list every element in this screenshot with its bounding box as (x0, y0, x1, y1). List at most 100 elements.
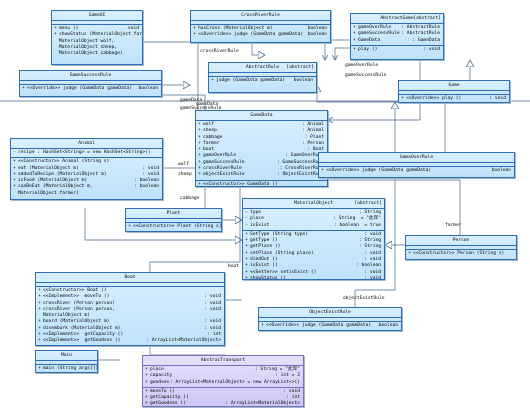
class-gameui[interactable]: GameUI+menu ()void+showStatus (MaterialO… (51, 10, 143, 65)
class-boat[interactable]: Boat+<<Constructor>> Boat ()+<<Implement… (35, 272, 225, 346)
visibility-marker: + (193, 26, 196, 31)
operation-signature: <<Implement>> getGoodses () (43, 338, 121, 344)
class-main[interactable]: Main+main (String args[]): void (35, 350, 98, 373)
operation-row[interactable]: +<<Constructor>> Animal (String s) (11, 159, 162, 165)
attribute-type: : ObjectExistRule (276, 172, 324, 178)
attribute-row[interactable]: +wolf: Animal (196, 122, 327, 128)
class-materialobject[interactable]: MaterialObject[abstract]-type: String-pl… (242, 198, 385, 280)
operation-row[interactable]: MaterialObject farmer) (11, 191, 162, 197)
attribute-row[interactable]: +place: String = "此岸" (143, 367, 303, 373)
class-gamesuccessrule[interactable]: GameSuccessRule+<<Override>> judge (Game… (19, 70, 162, 97)
attribute-row[interactable]: -type: String (243, 210, 384, 216)
attribute-row[interactable]: -recipe : HashSet<String> = new HashSet<… (11, 150, 162, 156)
attribute-row[interactable]: +cabbage: Plant (196, 135, 327, 141)
operation-row[interactable]: +getPlace (): String (243, 244, 384, 250)
operation-row[interactable]: +<<Setter>> setisExist (): void (243, 270, 384, 276)
operation-row[interactable]: +<<Implement>> getGoodses (): ArrayList<… (36, 338, 224, 344)
operation-row[interactable]: +<<Override>> judge (GameData gameData)b… (191, 32, 330, 38)
class-game[interactable]: Game+<<Override>> play (): void (398, 80, 510, 103)
attribute-row[interactable]: +gameSuccessRule: GameSuccessRule (196, 160, 327, 166)
operation-row[interactable]: +<<Implement>> getCapacity (): int (36, 332, 224, 338)
class-header: AbstracTransport (143, 356, 303, 366)
operation-row[interactable]: +judge (GameData gameData)boolean (209, 78, 316, 84)
attribute-row[interactable]: +capacity: int = 2 (143, 373, 303, 379)
operation-row[interactable]: +hasCross (MaterialObject m)boolean (191, 26, 330, 32)
operation-row[interactable]: +<<Constructor>> GameData () (196, 181, 327, 187)
attribute-type: : Boat (307, 147, 324, 153)
visibility-marker: + (145, 379, 148, 385)
operation-signature: crossRiver (Person person, (43, 306, 115, 312)
operation-signature: getType () (250, 238, 278, 244)
class-plant[interactable]: Plant+<<Constructor>> Plant (String s) (125, 208, 222, 232)
attribute-row[interactable]: +GameData: GameData (351, 38, 443, 44)
operation-signature: MaterialObject farmer) (18, 190, 79, 196)
operation-row[interactable]: MaterialObject cabbage) (52, 51, 142, 57)
attribute-row[interactable]: +gameOverRule: AbstractRule (351, 25, 443, 31)
operation-row[interactable]: +<<Constructor>> Boat () (36, 288, 224, 294)
operation-row[interactable]: +<<Constructor>> Person (String s) (406, 251, 516, 257)
attribute-row[interactable]: +sheep: Animal (196, 128, 327, 134)
operation-row[interactable]: +showStatus (MaterialObject farmer,void (52, 32, 142, 38)
class-abstracttransport[interactable]: AbstracTransport+place: String = "此岸"+ca… (142, 355, 304, 407)
visibility-marker: + (353, 37, 356, 43)
attribute-row[interactable]: +gameOverRule: GameOverRule (196, 153, 327, 159)
class-abstractrule[interactable]: AbstractRule[abstract]+judge (GameData g… (208, 62, 317, 93)
visibility-marker: + (198, 153, 201, 159)
operation-row[interactable]: +getGoodses (): ArrayList<MaterialObject… (143, 401, 303, 406)
attribute-row[interactable]: +objectExistRule: ObjectExistRule (196, 172, 327, 178)
operation-row[interactable]: +crossRiver (Person person,: void (36, 307, 224, 313)
attribute-row[interactable]: +farmer: Person (196, 141, 327, 147)
operation-row[interactable]: MaterialObject m) (36, 313, 224, 319)
operation-row[interactable]: MaterialObject sheep, (52, 45, 142, 51)
operation-row[interactable]: +<<Override>> judge (GameData gameData)b… (319, 168, 514, 174)
operation-row[interactable]: +<<Override>> judge (GameData gameData)b… (259, 323, 401, 329)
return-type: : void (364, 257, 381, 263)
operation-row[interactable]: +play (): void (351, 47, 443, 53)
class-crossriverrule[interactable]: CrossRiverRule+hasCross (MaterialObject … (190, 10, 331, 43)
return-type: : String (358, 244, 381, 250)
operation-section: +<<Constructor>> GameData () (196, 181, 327, 187)
operation-signature: <<Override>> judge (GameData gameData) (326, 168, 432, 173)
operation-row[interactable]: +<<Constructor>> Plant (String s) (126, 224, 221, 230)
attribute-row[interactable]: +crossRiverRule: CrossRiverRule (196, 166, 327, 172)
operation-row[interactable]: +showStatus (): void (243, 276, 384, 279)
operation-row[interactable]: +addedToRecipe (MaterialObject m): void (11, 172, 162, 178)
class-person[interactable]: Person+<<Constructor>> Person (String s) (405, 235, 517, 260)
operation-row[interactable]: +<<Override>> play (): void (399, 96, 509, 102)
attribute-section (319, 163, 514, 167)
class-animal[interactable]: Animal-recipe : HashSet<String> = new Ha… (10, 138, 163, 200)
operation-row[interactable]: +eat (MaterialObject m): void (11, 166, 162, 172)
operation-row[interactable]: +<<Implement>> moveTo (): void (36, 294, 224, 300)
operation-row[interactable]: +<<Override>> judge (GameData gameData)b… (20, 86, 161, 92)
visibility-marker: + (198, 181, 201, 187)
operation-row[interactable]: +disembark (MaterialObject m): void (36, 326, 224, 332)
operation-row[interactable]: +canBeEat (MaterialObject m,: boolean (11, 184, 162, 190)
operation-row[interactable]: MaterialObject wolf, (52, 39, 142, 45)
operation-row[interactable]: +setPlace (String place): void (243, 251, 384, 257)
attribute-row[interactable]: -isExist: boolean = true (243, 223, 384, 229)
operation-signature: <<Override>> judge (GameData gameData) (198, 32, 304, 38)
operation-section: +main (String args[]): void (36, 365, 97, 372)
attribute-row[interactable]: +goodses: ArrayList<MaterialObject> = ne… (143, 380, 303, 386)
attribute-row[interactable]: +gameSuccessRule: AbstractRule (351, 31, 443, 37)
attribute-type: : Person (301, 140, 324, 146)
attribute-row[interactable]: +boat: Boat (196, 147, 327, 153)
operation-signature: menu () (59, 26, 79, 31)
class-gameoverrule[interactable]: GameOverRule+<<Override>> judge (GameDat… (318, 152, 515, 178)
operation-row[interactable]: +main (String args[]): void (36, 366, 97, 372)
operation-row[interactable]: +crossRiver (Person person): void (36, 301, 224, 307)
operation-row[interactable]: +diedOut (): void (243, 257, 384, 263)
operation-row[interactable]: +getType (): String (243, 238, 384, 244)
operation-row[interactable]: +SetType (String type): void (243, 232, 384, 238)
operation-row[interactable]: +getCapacity (): int (143, 395, 303, 401)
operation-row[interactable]: +menu ()void (52, 26, 142, 32)
operation-row[interactable]: +isFood (MaterialObject m): boolean (11, 178, 162, 184)
operation-row[interactable]: +isExist (): boolean (243, 263, 384, 269)
class-objectexistrule[interactable]: ObjectExistRule+<<Override>> judge (Game… (258, 307, 402, 331)
return-type (159, 191, 162, 197)
class-abstractgame[interactable]: AbstractGame[abstract]+gameOverRule: Abs… (350, 13, 444, 60)
operation-row[interactable]: +board (MaterialObject m): void (36, 319, 224, 325)
operation-row[interactable]: +moveTo (): void (143, 389, 303, 395)
class-gamedata[interactable]: GameData+wolf: Animal+sheep: Animal+cabb… (195, 110, 328, 187)
attribute-row[interactable]: -place: String = "此岸" (243, 216, 384, 222)
